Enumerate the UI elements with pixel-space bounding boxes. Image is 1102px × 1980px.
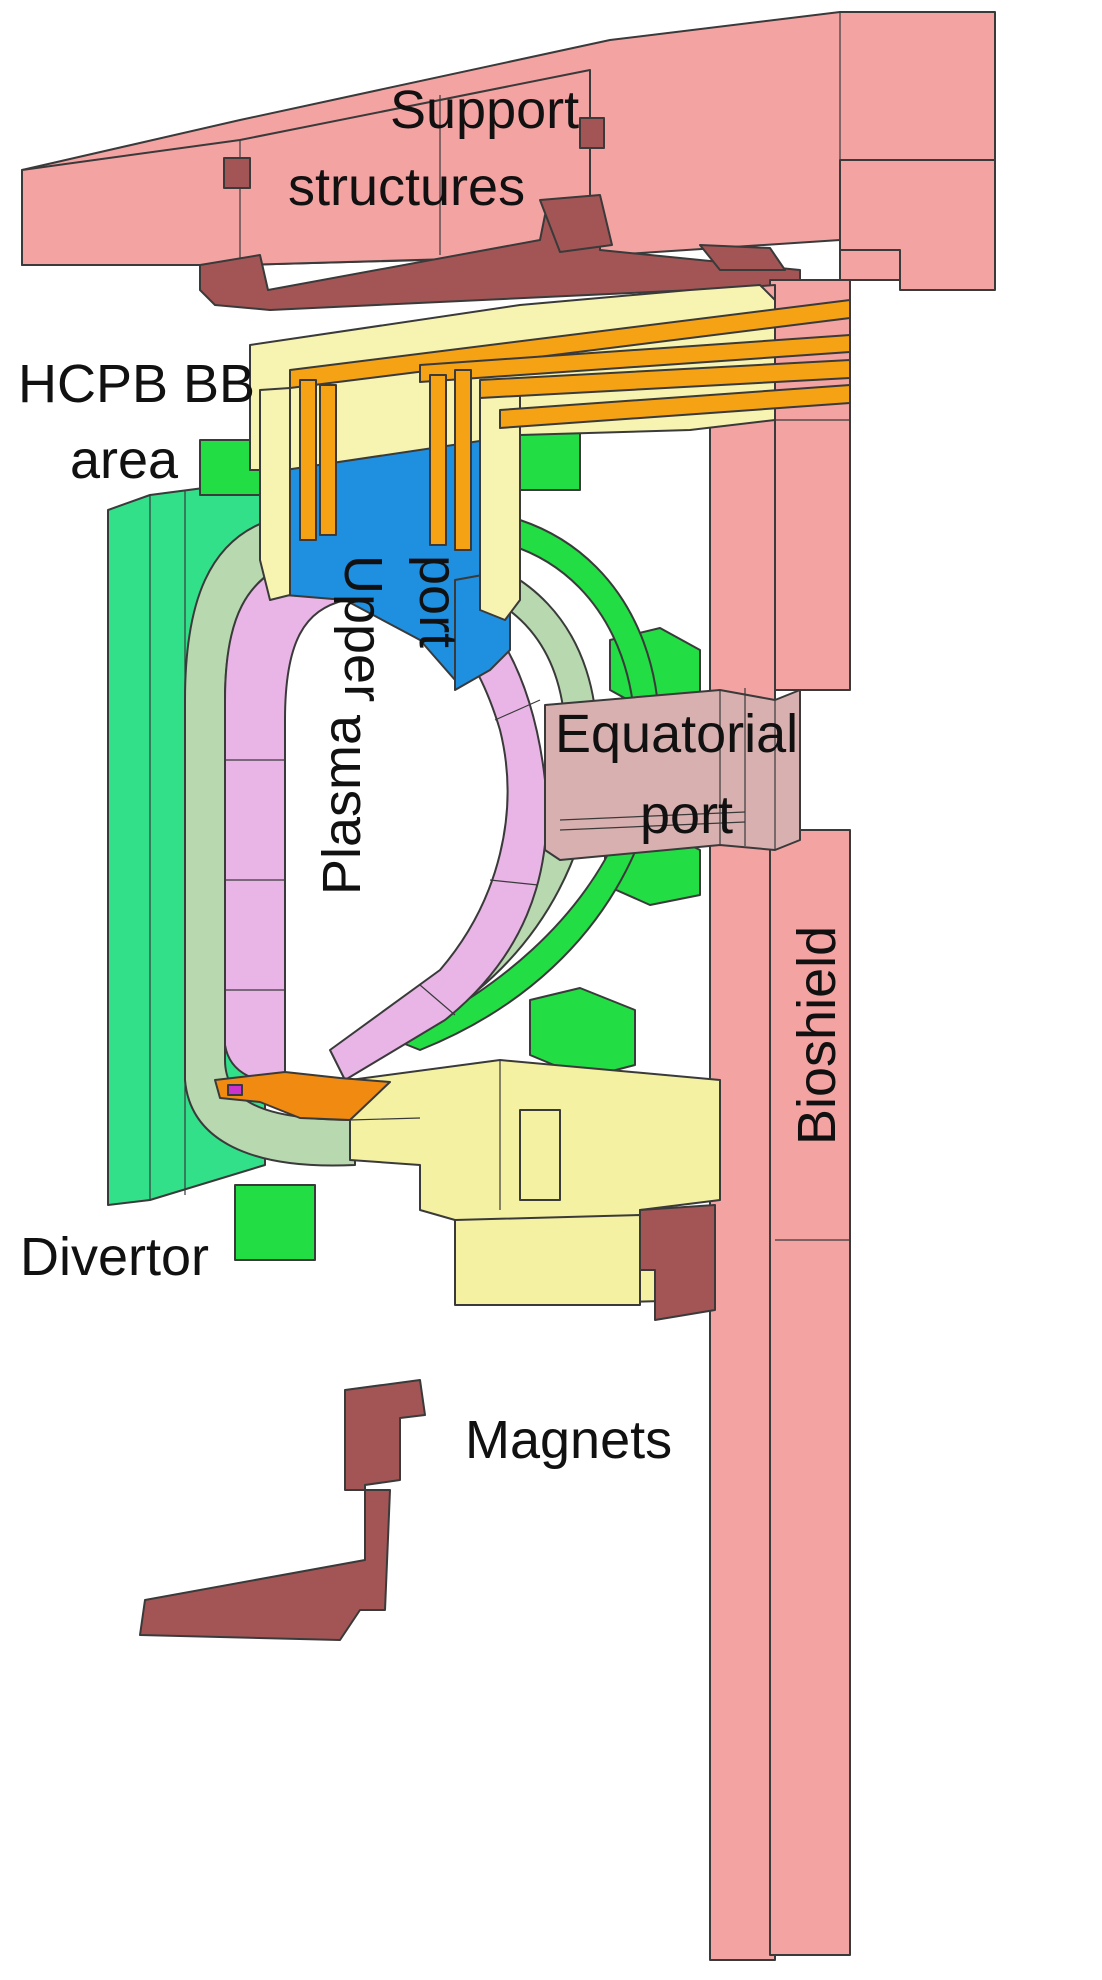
label-support-line1: Support [390, 80, 579, 140]
label-divertor: Divertor [20, 1227, 209, 1287]
label-support-line2: structures [288, 157, 525, 217]
label-upper: Upper [333, 555, 393, 702]
label-hcpb-line1: HCPB BB [18, 354, 255, 414]
label-equatorial-line1: Equatorial [555, 704, 798, 764]
label-magnets: Magnets [465, 1410, 672, 1470]
coolant-pipes [289, 299, 851, 551]
support-right-leg [839, 159, 996, 291]
support-structures [21, 11, 996, 291]
bottom-bracket [139, 1379, 426, 1641]
label-port-upper: port [408, 555, 468, 648]
divertor-target [227, 1084, 243, 1096]
support-bracket-left [223, 157, 251, 189]
label-plasma: Plasma [312, 714, 372, 895]
support-bracket-right [579, 117, 605, 149]
labels: Support structures HCPB BB area Upper po… [18, 80, 847, 1470]
divertor-cassette [214, 1071, 391, 1121]
label-bioshield: Bioshield [787, 926, 847, 1145]
support-rails [199, 194, 801, 311]
upper-port-block [284, 429, 511, 691]
label-hcpb-line2: area [70, 430, 179, 490]
lower-supports [139, 1204, 716, 1641]
label-equatorial-line2: port [640, 785, 733, 845]
magnet-block-r3 [529, 987, 636, 1079]
lower-structure [349, 1059, 721, 1306]
equatorial-port [544, 688, 801, 861]
magnet-block-ur [514, 429, 581, 491]
magnet-block-bl [234, 1184, 316, 1261]
